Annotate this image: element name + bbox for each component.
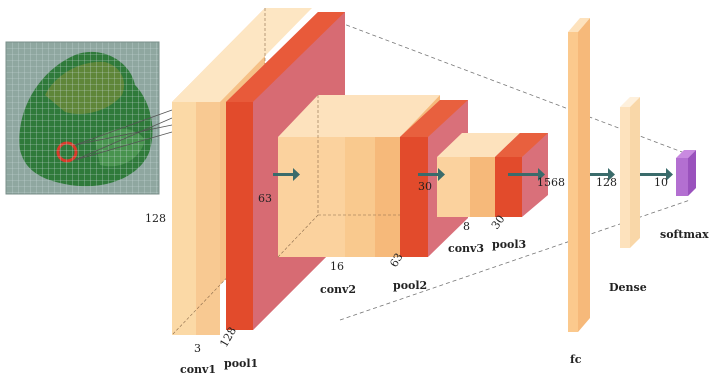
flow-arrows	[273, 168, 673, 181]
softmax-label: softmax	[660, 228, 709, 241]
arrow-icon	[273, 168, 300, 181]
softmax-block	[676, 150, 696, 196]
arrow-icon	[508, 168, 545, 181]
fc-dim: 1568	[537, 176, 565, 189]
pool2-label: pool2	[393, 279, 427, 292]
arrow-icon	[418, 168, 445, 181]
conv2-block	[277, 95, 440, 258]
fc-block	[568, 18, 590, 332]
pool2-dim: 63	[387, 251, 405, 270]
leaf-input-image	[5, 41, 160, 195]
conv3-label: conv3	[448, 242, 484, 255]
conv3-dim-depth: 8	[463, 220, 470, 233]
conv2-dim-depth: 16	[330, 260, 344, 273]
arrow-icon	[640, 168, 673, 181]
arrow-icon	[590, 168, 615, 181]
receptive-field-lines	[74, 109, 173, 161]
conv2-label: conv2	[320, 283, 356, 296]
dense-block	[620, 97, 640, 248]
pool3-label: pool3	[492, 238, 526, 251]
conv3-block	[437, 133, 520, 217]
conv3-dim-height: 30	[418, 180, 432, 193]
fc-label: fc	[570, 353, 582, 366]
dense-dim: 128	[596, 176, 617, 189]
conv1-label: conv1	[180, 363, 216, 376]
dense-label: Dense	[609, 281, 647, 294]
conv1-dim-height: 128	[145, 212, 166, 225]
conv2-dim-height: 63	[258, 192, 272, 205]
softmax-dim: 10	[654, 176, 668, 189]
pool1-label: pool1	[224, 357, 258, 370]
conv1-dim-depth: 3	[194, 342, 201, 355]
pool2-block	[400, 100, 468, 257]
